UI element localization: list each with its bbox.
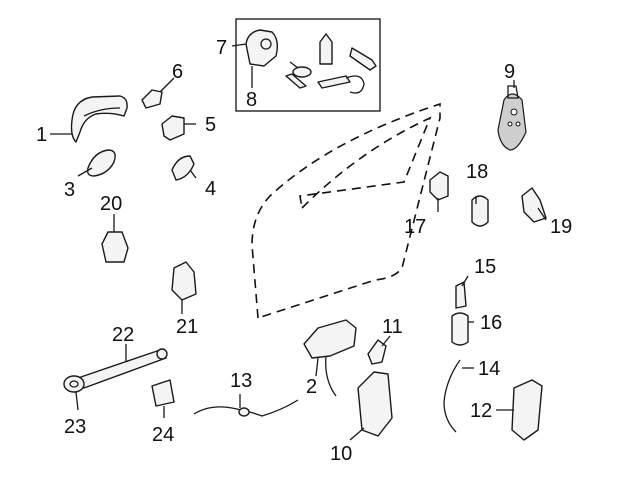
callout-7: 7 <box>216 37 227 59</box>
callout-3: 3 <box>64 179 75 201</box>
part-clip <box>367 339 387 365</box>
part-inner-handle-frame <box>303 319 357 397</box>
part-check-link <box>77 348 168 389</box>
leader-lines <box>50 43 547 441</box>
part-handle-bezel <box>86 149 116 177</box>
callout-6: 6 <box>172 61 183 83</box>
part-handle-carrier <box>161 115 185 141</box>
callout-14: 14 <box>478 358 500 380</box>
part-bracket <box>101 231 129 263</box>
part-lock-actuator <box>357 371 393 437</box>
part-latch-housing <box>511 379 543 441</box>
part-outer-handle <box>70 95 128 143</box>
part-upper-hinge <box>429 171 449 201</box>
callout-labels: 1 2 3 4 5 6 7 8 9 10 11 12 13 14 15 16 1… <box>36 37 572 465</box>
callout-13: 13 <box>230 370 252 392</box>
callout-11: 11 <box>382 316 403 338</box>
part-door-check <box>521 187 547 223</box>
callout-4: 4 <box>205 178 216 200</box>
callout-19: 19 <box>550 216 572 238</box>
callout-23: 23 <box>64 416 86 438</box>
callout-17: 17 <box>404 216 426 238</box>
part-stop-bumper <box>63 375 85 393</box>
part-handle-cap <box>141 89 163 109</box>
part-bumper <box>451 312 469 346</box>
callout-1: 1 <box>36 124 47 146</box>
part-key-fob <box>497 85 527 151</box>
callout-5: 5 <box>205 114 216 136</box>
callout-8: 8 <box>246 89 257 111</box>
door-outline <box>251 102 441 320</box>
callout-15: 15 <box>474 256 496 278</box>
callout-24: 24 <box>152 424 174 446</box>
callout-2: 2 <box>306 376 317 398</box>
part-hinge-plate <box>471 195 489 227</box>
callout-18: 18 <box>466 161 488 183</box>
part-lock-cylinder-kit <box>245 29 377 94</box>
part-gasket <box>171 155 195 181</box>
part-release-cable <box>193 399 299 417</box>
part-lower-hinge <box>171 261 197 301</box>
callout-20: 20 <box>100 193 122 215</box>
callout-22: 22 <box>112 324 134 346</box>
part-striker-bolt <box>455 281 467 309</box>
callout-16: 16 <box>480 312 502 334</box>
part-lock-rod <box>443 359 461 433</box>
callout-21: 21 <box>176 316 198 338</box>
callout-10: 10 <box>330 443 352 465</box>
callout-9: 9 <box>504 61 515 83</box>
part-mount-plate <box>151 379 175 407</box>
lock-kit-box <box>235 18 381 112</box>
callout-12: 12 <box>470 400 492 422</box>
